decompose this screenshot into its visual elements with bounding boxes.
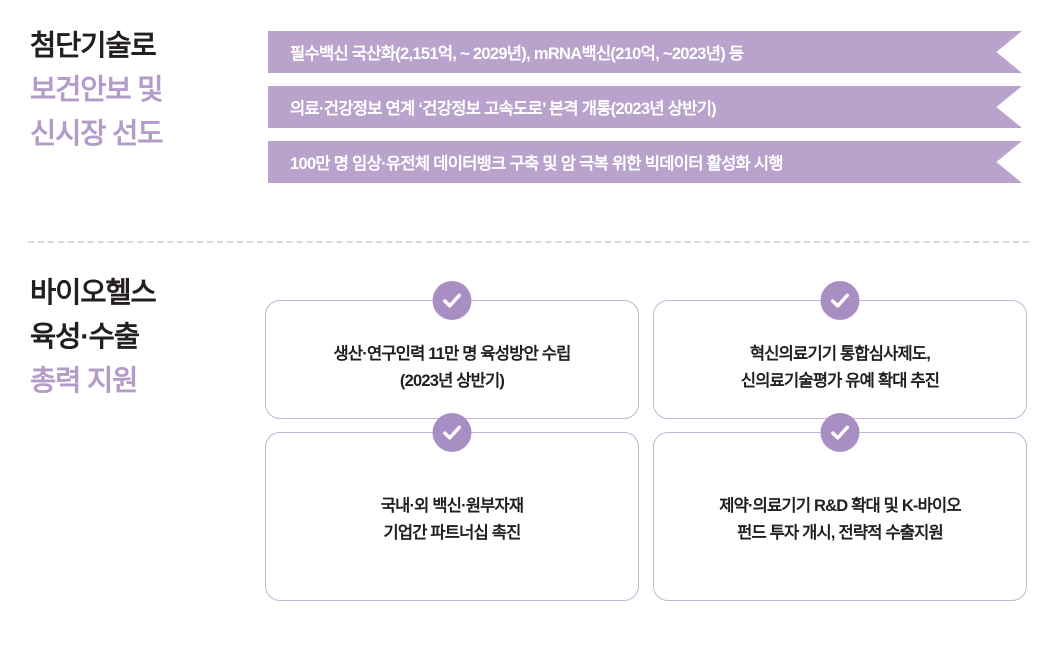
tech-banner-item-1: 필수백신 국산화(2,151억, ~ 2029년), mRNA백신(210억, …	[268, 31, 1022, 73]
biohealth-card-grid: 생산·연구인력 11만 명 육성방안 수립 (2023년 상반기) 혁신의료기기…	[265, 281, 1033, 601]
biohealth-section-heading: 바이오헬스 육성·수출 총력 지원	[30, 271, 157, 403]
biohealth-card-label-4: 제약·의료기기 R&D 확대 및 K-바이오 펀드 투자 개시, 전략적 수출지…	[719, 496, 961, 542]
biohealth-card-1[interactable]: 생산·연구인력 11만 명 육성방안 수립 (2023년 상반기)	[265, 281, 639, 419]
biohealth-card-label-1: 생산·연구인력 11만 명 육성방안 수립 (2023년 상반기)	[333, 344, 572, 390]
biohealth-card-label-2: 혁신의료기기 통합심사제도, 신의료기술평가 유예 확대 추진	[740, 344, 940, 390]
check-circle-icon	[820, 281, 860, 320]
tech-section-heading: 첨단기술로 보건안보 및 신시장 선도	[30, 24, 164, 156]
tech-heading-line-1: 첨단기술로	[30, 30, 157, 62]
check-circle-icon	[432, 413, 472, 452]
biohealth-heading-line-3: 총력 지원	[30, 365, 138, 397]
check-circle-icon	[820, 413, 860, 452]
biohealth-card-label-3: 국내·외 백신·원부자재 기업간 파트너십 촉진	[380, 496, 524, 542]
biohealth-heading-line-2: 육성·수출	[30, 321, 140, 353]
section-divider	[28, 241, 1029, 243]
tech-banner-label-1: 필수백신 국산화(2,151억, ~ 2029년), mRNA백신(210억, …	[290, 45, 744, 63]
biohealth-heading-line-1: 바이오헬스	[30, 277, 157, 309]
tech-banner-label-2: 의료·건강정보 연계 ‘건강정보 고속도로’ 본격 개통(2023년 상반기)	[290, 100, 717, 118]
tech-banner-label-3: 100만 명 임상·유전체 데이터뱅크 구축 및 암 극복 위한 빅데이터 활성…	[290, 155, 784, 173]
tech-banner-item-3: 100만 명 임상·유전체 데이터뱅크 구축 및 암 극복 위한 빅데이터 활성…	[268, 141, 1022, 183]
tech-banner-item-2: 의료·건강정보 연계 ‘건강정보 고속도로’ 본격 개통(2023년 상반기)	[268, 86, 1022, 128]
check-circle-icon	[432, 281, 472, 320]
biohealth-section: 바이오헬스 육성·수출 총력 지원 생산·연구인력 11만 명 육성방안 수립 …	[0, 241, 1057, 654]
tech-banner-list: 필수백신 국산화(2,151억, ~ 2029년), mRNA백신(210억, …	[268, 31, 1022, 196]
biohealth-card-2[interactable]: 혁신의료기기 통합심사제도, 신의료기술평가 유예 확대 추진	[653, 281, 1027, 419]
tech-heading-line-3: 신시장 선도	[30, 118, 164, 150]
tech-heading-line-2: 보건안보 및	[30, 74, 164, 106]
biohealth-card-3[interactable]: 국내·외 백신·원부자재 기업간 파트너십 촉진	[265, 413, 639, 601]
tech-security-section: 첨단기술로 보건안보 및 신시장 선도 필수백신 국산화(2,151억, ~ 2…	[0, 0, 1057, 225]
biohealth-card-4[interactable]: 제약·의료기기 R&D 확대 및 K-바이오 펀드 투자 개시, 전략적 수출지…	[653, 413, 1027, 601]
